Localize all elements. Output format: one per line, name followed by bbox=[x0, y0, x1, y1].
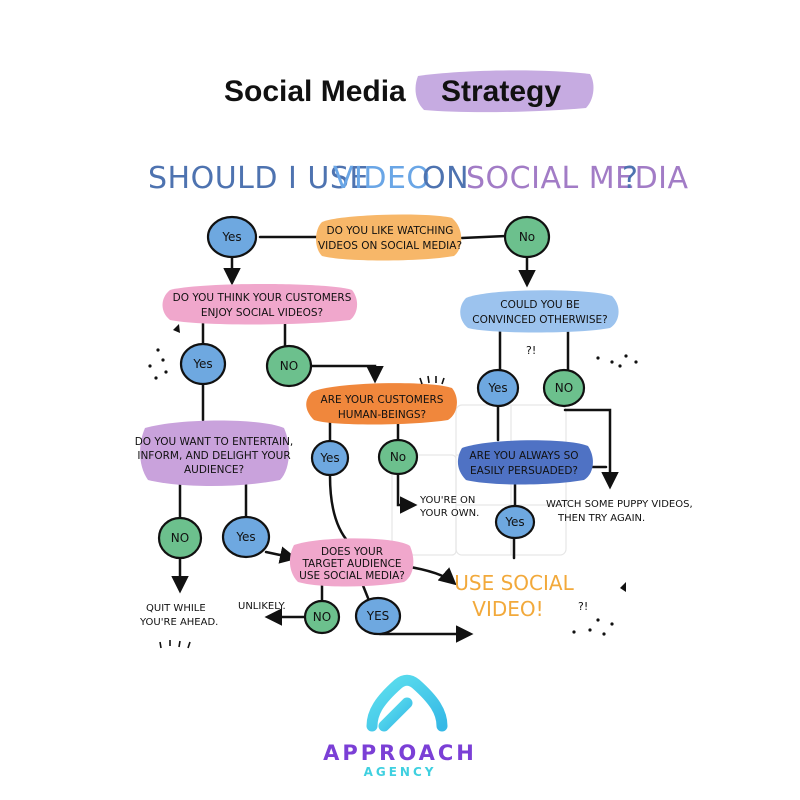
circle-yes-left2: Yes bbox=[179, 342, 227, 386]
question-mark: ? bbox=[622, 161, 638, 196]
doodle-interrobang-1: ?! bbox=[526, 344, 536, 357]
page-title-part2: Strategy bbox=[441, 75, 561, 108]
node-entertain-line1: DO YOU WANT TO ENTERTAIN, bbox=[135, 436, 294, 448]
answer-circles: Yes No Yes NO Yes NO Yes No bbox=[157, 215, 586, 636]
node-convinced: COULD YOU BE CONVINCED OTHERWISE? bbox=[460, 290, 619, 333]
node-target-line2: TARGET AUDIENCE bbox=[301, 558, 401, 570]
node-customers-enjoy: DO YOU THINK YOUR CUSTOMERS ENJOY SOCIAL… bbox=[162, 284, 358, 325]
question-word-social-media: SOCIAL MEDIA bbox=[466, 161, 689, 196]
circle-yes-entertain-label: Yes bbox=[235, 530, 255, 544]
circle-yes-persuaded: Yes bbox=[494, 504, 536, 540]
node-like-watching: DO YOU LIKE WATCHING VIDEOS ON SOCIAL ME… bbox=[316, 214, 462, 261]
node-customers-enjoy-line2: ENJOY SOCIAL VIDEOS? bbox=[201, 307, 323, 319]
circle-no-right2-label: NO bbox=[555, 381, 573, 395]
node-persuaded-line1: ARE YOU ALWAYS SO bbox=[469, 450, 578, 462]
connector-entertain-yes-to-target bbox=[264, 546, 298, 564]
circle-yes-human-label: Yes bbox=[319, 451, 339, 465]
circle-yes-top: Yes bbox=[206, 215, 258, 259]
circle-no-target-label: NO bbox=[313, 610, 331, 624]
node-target: DOES YOUR TARGET AUDIENCE USE SOCIAL MED… bbox=[289, 538, 414, 587]
result-puppy-line2: THEN TRY AGAIN. bbox=[557, 513, 645, 524]
main-question: SHOULD I USE VIDEO ON SOCIAL MEDIA ? bbox=[148, 161, 689, 196]
question-word-1: SHOULD I USE bbox=[148, 161, 369, 196]
node-human-line2: HUMAN-BEINGS? bbox=[338, 409, 426, 421]
question-word-on: ON bbox=[422, 161, 469, 196]
circle-yes-persuaded-label: Yes bbox=[504, 515, 524, 529]
circle-yes-top-label: Yes bbox=[221, 230, 241, 244]
circle-no-human: No bbox=[377, 438, 419, 476]
node-target-line3: USE SOCIAL MEDIA? bbox=[299, 570, 405, 582]
circle-yes-target: YES bbox=[354, 596, 402, 636]
result-use-line1: USE SOCIAL bbox=[454, 571, 574, 595]
node-human-line1: ARE YOUR CUSTOMERS bbox=[321, 394, 444, 406]
result-own-line1: YOU'RE ON bbox=[419, 495, 475, 506]
circle-no-left2-label: NO bbox=[280, 359, 298, 373]
result-quit-line1: QUIT WHILE bbox=[146, 603, 206, 614]
result-quit-line2: YOU'RE AHEAD. bbox=[139, 617, 218, 628]
question-word-video: VIDEO bbox=[333, 161, 431, 196]
page-title-part1: Social Media bbox=[224, 75, 406, 108]
node-like-watching-line2: VIDEOS ON SOCIAL MEDIA? bbox=[318, 240, 462, 252]
node-convinced-line2: CONVINCED OTHERWISE? bbox=[472, 314, 607, 326]
circle-yes-left2-label: Yes bbox=[192, 357, 212, 371]
node-persuaded: ARE YOU ALWAYS SO EASILY PERSUADED? bbox=[457, 440, 593, 485]
circle-yes-right2-label: Yes bbox=[487, 381, 507, 395]
node-human: ARE YOUR CUSTOMERS HUMAN-BEINGS? bbox=[306, 383, 457, 425]
circle-no-top-label: No bbox=[519, 230, 535, 244]
logo-mark bbox=[366, 674, 448, 732]
node-entertain: DO YOU WANT TO ENTERTAIN, INFORM, AND DE… bbox=[135, 420, 294, 486]
logo-sub: AGENCY bbox=[364, 765, 437, 779]
circle-yes-entertain: Yes bbox=[221, 515, 271, 559]
result-use-social-video: USE SOCIAL VIDEO! bbox=[454, 571, 574, 621]
node-persuaded-line2: EASILY PERSUADED? bbox=[470, 465, 578, 477]
node-entertain-line3: AUDIENCE? bbox=[184, 464, 244, 476]
result-use-line2: VIDEO! bbox=[472, 597, 543, 621]
connector-question-to-no bbox=[460, 234, 508, 240]
circle-no-human-label: No bbox=[390, 450, 406, 464]
circle-no-left2: NO bbox=[265, 344, 313, 388]
circle-yes-right2: Yes bbox=[476, 368, 520, 408]
result-own-line2: YOUR OWN. bbox=[419, 508, 479, 519]
circle-yes-human: Yes bbox=[310, 439, 350, 477]
circle-no-entertain-label: NO bbox=[171, 531, 189, 545]
connector-no-to-puppy bbox=[563, 408, 619, 490]
doodles: ?! ?! bbox=[148, 324, 638, 649]
node-customers-enjoy-line1: DO YOU THINK YOUR CUSTOMERS bbox=[173, 292, 352, 304]
node-target-line1: DOES YOUR bbox=[321, 546, 383, 558]
circle-no-target: NO bbox=[303, 599, 341, 635]
page-header: Social Media Strategy bbox=[224, 70, 594, 113]
approach-agency-logo: APPROACH AGENCY bbox=[323, 674, 477, 779]
connector-human-no-to-own bbox=[396, 472, 418, 514]
node-like-watching-line1: DO YOU LIKE WATCHING bbox=[327, 225, 454, 237]
node-entertain-line2: INFORM, AND DELIGHT YOUR bbox=[137, 450, 290, 462]
title-highlight-brush bbox=[415, 70, 594, 113]
logo-name: APPROACH bbox=[323, 741, 477, 765]
circle-no-entertain: NO bbox=[157, 516, 203, 560]
circle-no-right2: NO bbox=[542, 368, 586, 408]
circle-no-top: No bbox=[503, 215, 551, 259]
circle-yes-target-label: YES bbox=[366, 609, 390, 623]
node-convinced-line1: COULD YOU BE bbox=[500, 299, 580, 311]
doodle-interrobang-2: ?! bbox=[578, 600, 588, 613]
result-texts: YOU'RE ON YOUR OWN. WATCH SOME PUPPY VID… bbox=[139, 495, 693, 628]
result-puppy-line1: WATCH SOME PUPPY VIDEOS, bbox=[546, 499, 693, 510]
connectors bbox=[171, 234, 619, 643]
question-shapes: DO YOU LIKE WATCHING VIDEOS ON SOCIAL ME… bbox=[135, 214, 619, 587]
connector-no-to-human bbox=[308, 364, 384, 384]
result-unlikely: UNLIKELY. bbox=[238, 601, 286, 612]
